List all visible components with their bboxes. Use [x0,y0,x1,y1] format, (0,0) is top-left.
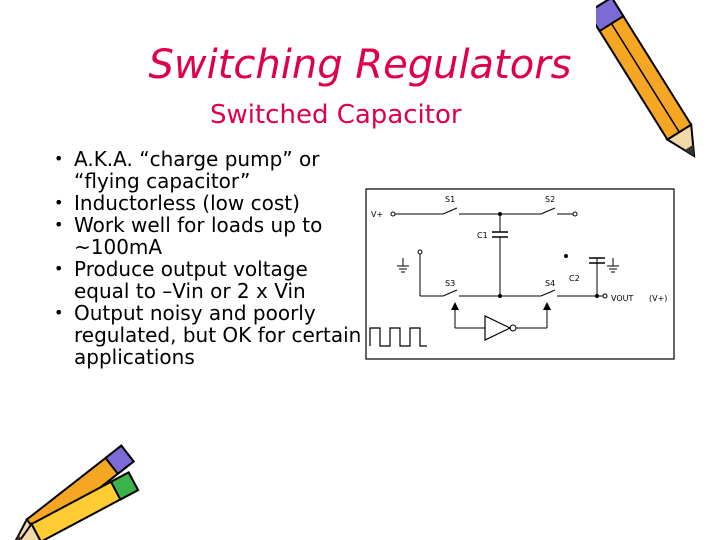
slide-subtitle: Switched Capacitor [210,100,462,130]
bullet-item: Produce output voltage equal to –Vin or … [48,258,368,302]
vout-note-label: (V+) [649,294,667,303]
bullet-item: A.K.A. “charge pump” or “flying capacito… [48,148,368,192]
vout-label: VOUT [611,294,633,303]
switch-label: S2 [545,195,555,204]
bullet-list: A.K.A. “charge pump” or “flying capacito… [48,148,368,368]
pencil-icon [596,0,696,158]
switch-label: S3 [445,279,455,288]
bullet-item: Output noisy and poorly regulated, but O… [48,302,368,368]
switch-label: S4 [545,279,555,288]
capacitor-label: C1 [477,231,488,240]
pencil-icon [13,444,140,540]
switched-capacitor-schematic: V+ S1 S2 C1 S3 S4 VOUT (V+) C2 [365,188,675,360]
bullet-item: Inductorless (low cost) [48,192,368,214]
vin-label: V+ [371,210,383,219]
switch-label: S1 [445,195,455,204]
bullet-item: Work well for loads up to ~100mA [48,214,368,258]
slide-title: Switching Regulators [148,42,572,88]
capacitor-label: C2 [569,274,580,283]
